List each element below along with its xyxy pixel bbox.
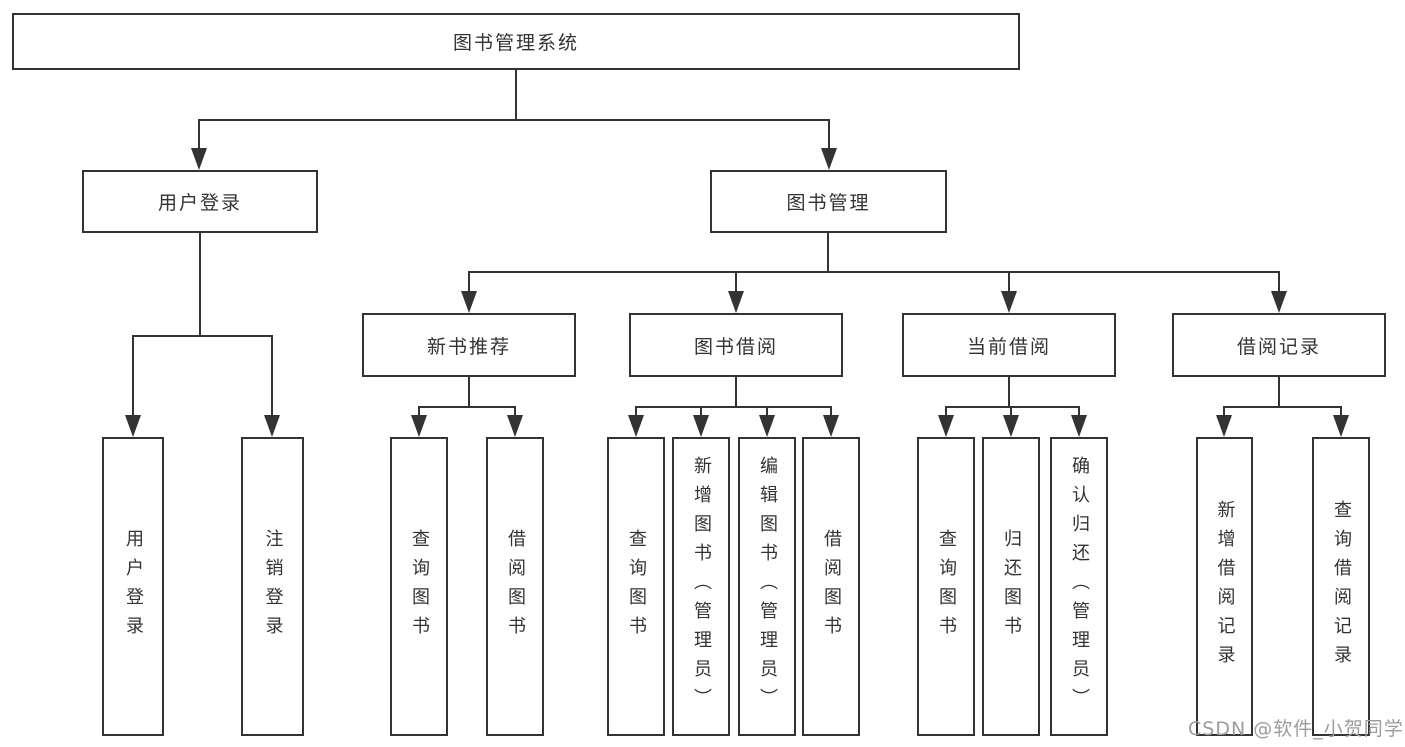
leaf-current-return-label: 归还图书 <box>1001 528 1022 645</box>
connector-new-books-stem <box>468 377 470 407</box>
leaf-current-confirm-admin-label: 确认归还（管理员） <box>1069 456 1090 717</box>
leaf-borrow-edit-admin: 编辑图书（管理员） <box>738 437 796 736</box>
node-root-label: 图书管理系统 <box>452 32 579 54</box>
connector-current-borrow-stem <box>1008 377 1010 407</box>
connector-drop-c1 <box>945 406 947 417</box>
node-borrow-records-label: 借阅记录 <box>1236 335 1321 358</box>
connector-drop-book-mgmt <box>828 119 830 149</box>
connector-drop-a1 <box>418 406 420 417</box>
node-book-mgmt: 图书管理 <box>710 170 947 233</box>
leaf-user-login: 用户登录 <box>102 437 164 736</box>
connector-drop-book-borrow <box>735 271 737 293</box>
node-new-books-label: 新书推荐 <box>426 335 511 358</box>
leaf-newbooks-borrow: 借阅图书 <box>486 437 544 736</box>
leaf-records-add-label: 新增借阅记录 <box>1214 499 1236 674</box>
arrowhead-b4 <box>823 415 839 437</box>
connector-root-stem <box>515 70 517 121</box>
leaf-user-login-label: 用户登录 <box>123 528 144 645</box>
arrowhead-c3 <box>1071 415 1087 437</box>
arrowhead-b1 <box>628 415 644 437</box>
arrowhead-current-borrow <box>1001 291 1017 313</box>
leaf-records-query-label: 查询借阅记录 <box>1331 499 1352 674</box>
arrowhead-new-books <box>461 291 477 313</box>
leaf-newbooks-query-label: 查询图书 <box>409 528 430 645</box>
leaf-newbooks-query: 查询图书 <box>390 437 448 736</box>
node-borrow-records: 借阅记录 <box>1172 313 1386 377</box>
connector-drop-c3 <box>1078 406 1080 417</box>
connector-new-books-hline <box>418 406 516 408</box>
leaf-user-logout: 注销登录 <box>241 437 304 736</box>
connector-root-hline <box>198 119 830 121</box>
leaf-current-query: 查询图书 <box>917 437 975 736</box>
leaf-current-confirm-admin: 确认归还（管理员） <box>1050 437 1108 736</box>
connector-current-borrow-hline <box>945 406 1080 408</box>
arrowhead-a2 <box>507 415 523 437</box>
arrowhead-b2 <box>693 415 709 437</box>
node-current-borrow: 当前借阅 <box>902 313 1116 377</box>
arrowhead-d2 <box>1333 415 1349 437</box>
arrowhead-c2 <box>1003 415 1019 437</box>
node-book-borrow-label: 图书借阅 <box>693 335 778 358</box>
connector-drop-new-books <box>468 271 470 293</box>
leaf-current-return: 归还图书 <box>982 437 1040 736</box>
leaf-borrow-borrow-label: 借阅图书 <box>821 528 842 645</box>
arrowhead-leaf-login <box>125 415 141 437</box>
connector-drop-leaf-logout <box>271 335 273 415</box>
node-new-books: 新书推荐 <box>362 313 576 377</box>
connector-drop-a2 <box>514 406 516 417</box>
arrowhead-c1 <box>938 415 954 437</box>
connector-drop-borrow-records <box>1278 271 1280 293</box>
connector-book-borrow-hline <box>635 406 832 408</box>
connector-drop-b4 <box>830 406 832 417</box>
connector-drop-d1 <box>1223 406 1225 417</box>
leaf-user-logout-label: 注销登录 <box>262 528 284 645</box>
connector-drop-b1 <box>635 406 637 417</box>
connector-book-mgmt-hline <box>468 271 1280 273</box>
connector-book-mgmt-stem <box>827 233 829 273</box>
connector-drop-current-borrow <box>1008 271 1010 293</box>
leaf-newbooks-borrow-label: 借阅图书 <box>505 528 526 645</box>
connector-drop-d2 <box>1340 406 1342 417</box>
arrowhead-borrow-records <box>1271 291 1287 313</box>
connector-drop-c2 <box>1010 406 1012 417</box>
node-root: 图书管理系统 <box>12 13 1020 70</box>
leaf-borrow-borrow: 借阅图书 <box>802 437 860 736</box>
arrowhead-book-borrow <box>728 291 744 313</box>
arrowhead-a1 <box>411 415 427 437</box>
leaf-borrow-add-admin-label: 新增图书（管理员） <box>691 456 712 717</box>
node-book-mgmt-label: 图书管理 <box>786 192 871 214</box>
connector-book-borrow-stem <box>735 377 737 407</box>
arrowhead-book-mgmt <box>821 148 837 170</box>
connector-user-login-stem <box>199 233 201 337</box>
connector-drop-user-login <box>198 119 200 149</box>
node-current-borrow-label: 当前借阅 <box>966 335 1051 358</box>
arrowhead-d1 <box>1216 415 1232 437</box>
csdn-watermark: CSDN @软件_小贺同学 <box>1188 718 1404 740</box>
leaf-borrow-query: 查询图书 <box>607 437 665 736</box>
arrowhead-b3 <box>759 415 775 437</box>
connector-drop-leaf-login <box>132 335 134 415</box>
leaf-borrow-query-label: 查询图书 <box>626 528 647 645</box>
node-user-login-label: 用户登录 <box>157 192 242 214</box>
connector-borrow-records-stem <box>1278 377 1280 407</box>
leaf-borrow-add-admin: 新增图书（管理员） <box>672 437 730 736</box>
connector-drop-b2 <box>700 406 702 417</box>
arrowhead-user-login <box>191 148 207 170</box>
node-book-borrow: 图书借阅 <box>629 313 843 377</box>
leaf-borrow-edit-admin-label: 编辑图书（管理员） <box>757 456 778 717</box>
arrowhead-leaf-logout <box>264 415 280 437</box>
connector-drop-b3 <box>766 406 768 417</box>
leaf-current-query-label: 查询图书 <box>936 528 957 645</box>
connector-user-login-hline <box>132 335 273 337</box>
leaf-records-add: 新增借阅记录 <box>1196 437 1253 736</box>
connector-borrow-records-hline <box>1223 406 1342 408</box>
node-user-login: 用户登录 <box>82 170 318 233</box>
leaf-records-query: 查询借阅记录 <box>1312 437 1370 736</box>
